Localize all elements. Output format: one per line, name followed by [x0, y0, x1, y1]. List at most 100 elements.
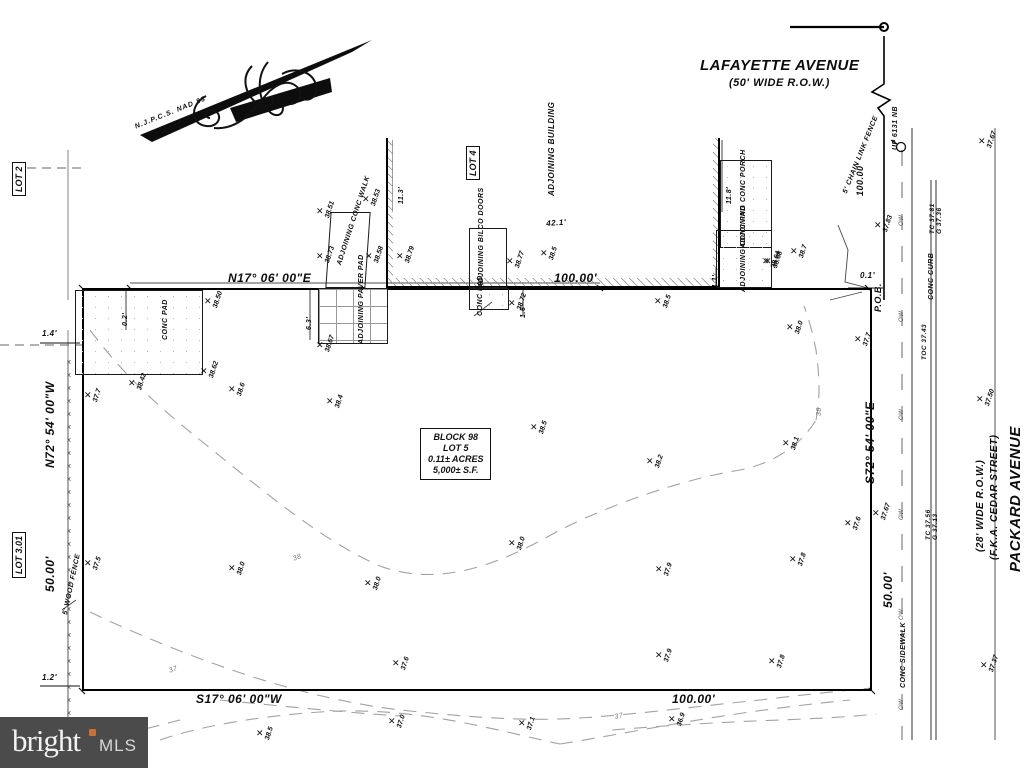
point-of-beginning-label: P.O.B. [873, 283, 883, 312]
conc-sidewalk-label: CONC SIDEWALK [900, 622, 907, 688]
adjoining-paver-pad-label: ADJOINING PAVER PAD [358, 254, 365, 344]
packard-avenue-fka: (F.K.A. CEDAR STREET) [989, 434, 1000, 561]
adjoining-building-interior [393, 138, 713, 278]
parcel-lot: LOT 5 [442, 442, 469, 453]
conc-pad-left-label: CONC PAD [162, 299, 169, 340]
lot-301-label-box: LOT 3.01 [12, 531, 26, 578]
spot-elevation-tick-icon: ✕ [228, 385, 236, 395]
spot-elevation-tick-icon: ✕ [316, 341, 324, 351]
spot-elevation-tick-icon: ✕ [786, 323, 794, 333]
adjoining-building-label: ADJOINING BUILDING [547, 101, 556, 196]
spot-elevation-tick-icon: ✕ [874, 221, 882, 231]
packard-avenue-row: (28' WIDE R.O.W.) [975, 459, 986, 552]
spot-elevation-tick-icon: ✕ [316, 252, 324, 262]
east-distance-label: 50.00' [881, 572, 895, 608]
spot-elevation-tick-icon: ✕ [668, 715, 676, 725]
packard-avenue-label: PACKARD AVENUE [1007, 426, 1024, 572]
building-left-offset-label: 11.3' [398, 186, 405, 204]
spot-elevation-tick-icon: ✕ [204, 297, 212, 307]
adjoining-bilco-doors-label: ADJOINING BILCO DOORS [478, 187, 485, 288]
adjoining-conc-pad-right-outline [716, 230, 772, 288]
conc-pad-left-outline [75, 290, 203, 375]
bright-mls-watermark: bright MLS [0, 717, 148, 768]
parcel-block: BLOCK 98 [433, 432, 478, 442]
overhead-wire-label: OW [899, 310, 905, 322]
south-distance-label: 100.00' [672, 692, 716, 706]
conc-pad-mid-label: CONC PAD [477, 275, 484, 316]
spot-elevation-tick-icon: ✕ [362, 195, 370, 205]
spot-elevation-tick-icon: ✕ [326, 397, 334, 407]
north-bearing-label: N17° 06' 00"E [228, 271, 312, 285]
conc-curb-label: CONC CURB [928, 252, 935, 300]
bright-logo-dot [89, 729, 96, 736]
lot-301-label: LOT 3.01 [14, 535, 24, 574]
parcel-info-box: BLOCK 98 LOT 5 0.11± ACRES 5,000± S.F. [420, 428, 492, 480]
spot-elevation-tick-icon: ✕ [518, 719, 526, 729]
spot-elevation-tick-icon: ✕ [976, 395, 984, 405]
spot-elevation-tick-icon: ✕ [228, 564, 236, 574]
west-distance-label: 50.00' [43, 556, 57, 592]
west-wood-fence-xmarks: xxxxxxxxxxxxxxxxxxxxxxxxxxxxx [66, 358, 72, 730]
spot-elevation-tick-icon: ✕ [200, 367, 208, 377]
curb-toc-grade-label: TOC 37.43 [921, 323, 928, 360]
spot-elevation-tick-icon: ✕ [365, 252, 373, 262]
spot-elevation-tick-icon: ✕ [978, 137, 986, 147]
spot-elevation-tick-icon: ✕ [790, 247, 798, 257]
fence-top-offset-label: 0.1' [860, 271, 876, 280]
building-width-label: 42.1' [545, 217, 567, 228]
curb-bottom-grade-label: TC 37.56 G 37.13 [925, 509, 939, 540]
spot-elevation-tick-icon: ✕ [844, 519, 852, 529]
adjoining-paver-pad-outline [318, 288, 388, 344]
contour-38b-label: 38 [816, 407, 823, 416]
building-right-offset-label: 11.8' [726, 186, 733, 204]
spot-elevation-tick-icon: ✕ [768, 657, 776, 667]
pad-offset-label: 0.2' [122, 312, 129, 326]
spot-elevation-tick-icon: ✕ [540, 249, 548, 259]
overhead-wire-label: OW [899, 214, 905, 226]
spot-elevation-tick-icon: ✕ [316, 207, 324, 217]
north-distance-label: 100.00' [554, 271, 598, 285]
south-bearing-label: S17° 06' 00"W [196, 692, 282, 706]
spot-elevation-tick-icon: ✕ [654, 297, 662, 307]
spot-elevation-tick-icon: ✕ [84, 559, 92, 569]
utility-pole-label: UP 6131 NB [892, 105, 899, 150]
spot-elevation-tick-icon: ✕ [506, 257, 514, 267]
spot-elevation-tick-icon: ✕ [762, 257, 770, 267]
spot-elevation-tick-icon: ✕ [646, 457, 654, 467]
mls-wordmark: MLS [99, 736, 137, 755]
north-arrow-graphic [140, 40, 372, 142]
spot-elevation-tick-icon: ✕ [655, 565, 663, 575]
porch-offset-label: 1.1' [712, 274, 719, 288]
spot-elevation-tick-icon: ✕ [392, 659, 400, 669]
bright-wordmark: bright [12, 723, 81, 758]
spot-elevation-tick-icon: ✕ [364, 579, 372, 589]
lafayette-avenue-label: LAFAYETTE AVENUE [700, 57, 860, 74]
adjoining-conc-pad-label: ADJOINING CONC PAD [740, 205, 747, 292]
curb-top-grade-label: TC 37.81 G 37.36 [929, 203, 943, 234]
spot-elevation-tick-icon: ✕ [980, 661, 988, 671]
overhead-wire-label: OW [899, 408, 905, 420]
spot-elevation-tick-icon: ✕ [854, 335, 862, 345]
overhead-wire-label: OW [899, 508, 905, 520]
spot-elevation-tick-icon: ✕ [508, 299, 516, 309]
spot-elevation-tick-icon: ✕ [396, 252, 404, 262]
conc-pad-mid-outline [469, 288, 509, 310]
spot-elevation-tick-icon: ✕ [782, 439, 790, 449]
spot-elevation-tick-icon: ✕ [655, 651, 663, 661]
west-bearing-label: N72° 54' 00"W [43, 381, 57, 468]
walk-offset-label: 6.3' [306, 316, 313, 330]
spot-elevation-tick-icon: ✕ [872, 509, 880, 519]
spot-elevation-tick-icon: ✕ [508, 539, 516, 549]
east-bearing-label: S72° 54' 00"E [863, 401, 877, 484]
spot-elevation-tick-icon: ✕ [128, 379, 136, 389]
lafayette-avenue-row: (50' WIDE R.O.W.) [729, 77, 830, 89]
spot-elevation-tick-icon: ✕ [789, 555, 797, 565]
overhead-wire-label: OW [899, 608, 905, 620]
fence-west-bottom-offset-label: 1.2' [42, 673, 58, 682]
lot-2-label-box: LOT 2 [12, 162, 26, 196]
overhead-wire-label: OW [899, 698, 905, 710]
lot-4-label-box: LOT 4 [466, 146, 480, 180]
lot-2-label: LOT 2 [14, 166, 24, 192]
